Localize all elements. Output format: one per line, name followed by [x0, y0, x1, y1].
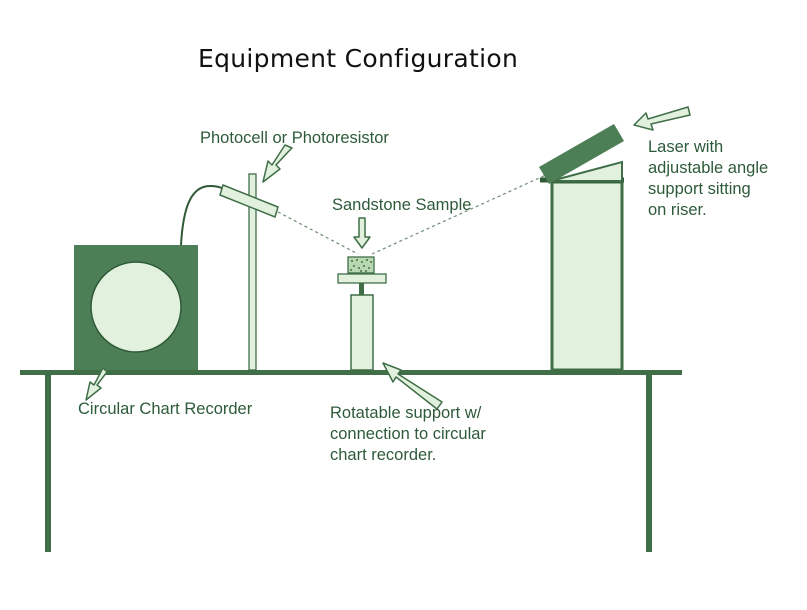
laser-label-line: on riser.	[648, 201, 707, 219]
support-label-line: chart recorder.	[330, 446, 437, 464]
support-column	[350, 294, 374, 371]
sandstone-label: Sandstone Sample	[332, 196, 472, 214]
rotatable-support	[337, 273, 387, 371]
table-top	[20, 370, 682, 375]
sandstone-arrow	[353, 217, 371, 249]
diagram-title: Equipment Configuration	[198, 44, 519, 73]
support-arrow	[382, 362, 443, 410]
laser-beam	[277, 173, 549, 255]
laser-label-line: Laser with	[648, 138, 724, 156]
laser-arrow	[633, 106, 691, 131]
recorder-arrow	[85, 367, 108, 401]
table-leg-left	[45, 370, 51, 552]
support-rod	[359, 283, 364, 295]
support-label-line: Rotatable support w/	[330, 404, 482, 422]
sandstone-sample	[347, 256, 375, 274]
pointer-arrows	[85, 106, 691, 410]
table	[20, 370, 682, 552]
photocell	[219, 183, 279, 219]
photocell-label: Photocell or Photoresistor	[200, 129, 389, 147]
recorder-label: Circular Chart Recorder	[78, 400, 253, 418]
table-leg-right	[646, 370, 652, 552]
photocell-stand	[248, 173, 257, 371]
sample-platform	[337, 273, 387, 284]
laser-label: Laser with adjustable angle support sitt…	[648, 137, 768, 221]
circular-chart-recorder	[74, 184, 229, 370]
chart-disc	[90, 261, 182, 353]
laser-label-line: adjustable angle	[648, 159, 769, 177]
support-label-line: connection to circular	[330, 425, 486, 443]
laser-riser	[540, 160, 624, 372]
laser	[539, 124, 624, 184]
photocell-arrow	[262, 144, 293, 183]
laser-label-line: support sitting	[648, 180, 751, 198]
support-label: Rotatable support w/ connection to circu…	[330, 403, 486, 466]
